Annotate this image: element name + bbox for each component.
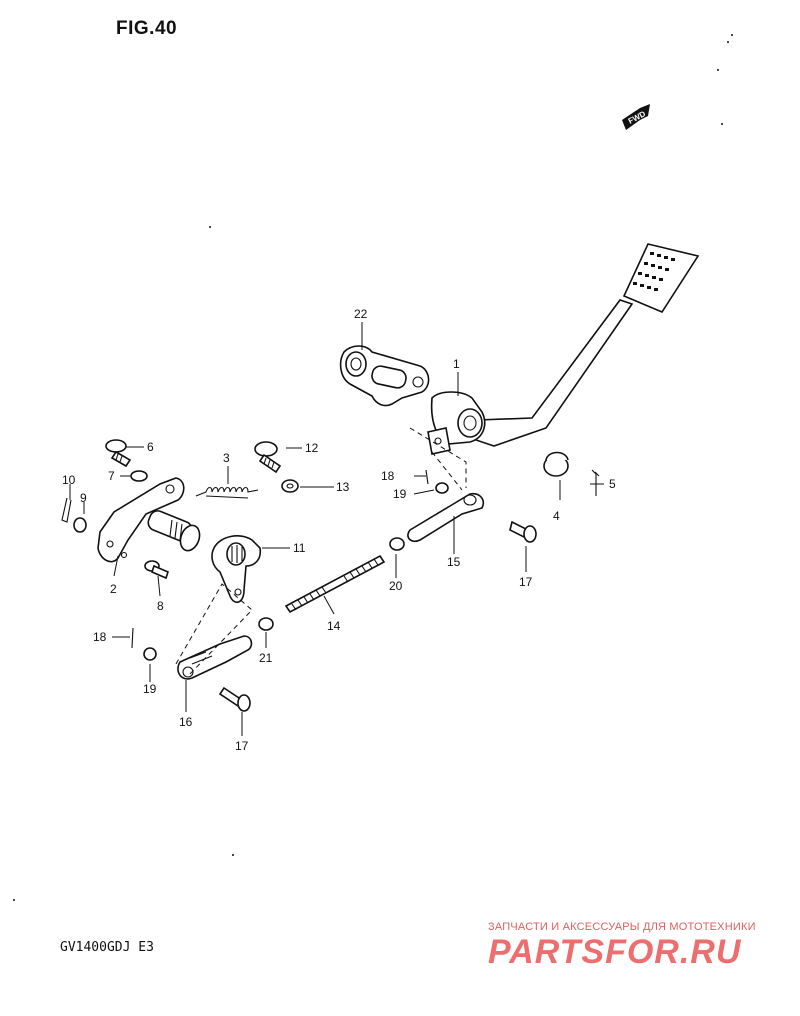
callout-16: 16 — [179, 715, 193, 729]
brake-rod-14-part — [284, 554, 386, 614]
callout-12: 12 — [305, 441, 319, 455]
nut-21-part — [258, 617, 274, 631]
callout-7: 7 — [108, 469, 115, 483]
callout-22: 22 — [354, 307, 368, 321]
figure-title: FIG.40 — [116, 18, 178, 39]
callout-15: 15 — [447, 555, 461, 569]
cotter-pin-18a-part — [425, 469, 429, 485]
washer-9-part — [73, 517, 87, 533]
washer-19a-part — [435, 482, 449, 494]
callout-18-lower: 18 — [93, 630, 107, 644]
cam-lever-part — [97, 477, 201, 563]
scan-specks — [13, 34, 733, 901]
clevis-pin-17a-part — [509, 520, 537, 543]
fwd-arrow-icon: FWD — [622, 104, 650, 130]
brake-pedal-part — [427, 243, 700, 455]
callout-9: 9 — [80, 491, 87, 505]
callout-numbers: 1 2 3 4 5 6 7 8 9 10 11 12 13 14 15 16 1… — [62, 307, 616, 753]
callout-5: 5 — [609, 477, 616, 491]
washer-13-part — [281, 479, 299, 493]
pedal-bracket-part — [339, 345, 430, 407]
nut-7-part — [130, 470, 148, 482]
callout-17-upper: 17 — [519, 575, 533, 589]
cotter-pin-5-part — [591, 469, 600, 496]
bolt-6-part — [105, 439, 132, 468]
return-spring-part — [195, 486, 259, 499]
pedal-rubber-pattern-icon — [622, 243, 700, 313]
callout-4: 4 — [553, 509, 560, 523]
assembly-guide-lines — [175, 427, 467, 677]
watermark-brand: PARTSFOR.RU — [488, 933, 742, 971]
callout-leader-lines — [69, 322, 604, 736]
cotter-pin-18b-part — [131, 627, 134, 649]
callout-14: 14 — [327, 619, 341, 633]
callout-20: 20 — [389, 579, 403, 593]
pedal-cap-part — [543, 451, 569, 477]
clevis-pin-17b-part — [218, 686, 251, 712]
callout-18-upper: 18 — [381, 469, 395, 483]
callout-11: 11 — [293, 541, 306, 555]
callout-21: 21 — [259, 651, 273, 665]
cotter-pin-10-part — [61, 497, 72, 523]
callout-10: 10 — [62, 473, 76, 487]
callout-8: 8 — [157, 599, 164, 613]
callout-3: 3 — [223, 451, 230, 465]
callout-2: 2 — [110, 582, 117, 596]
watermark-tagline: ЗАПЧАСТИ И АКСЕССУАРЫ ДЛЯ МОТОТЕХНИКИ — [488, 921, 756, 933]
callout-6: 6 — [147, 440, 154, 454]
washer-19b-part — [143, 647, 157, 661]
callout-19-upper: 19 — [393, 487, 407, 501]
model-code: GV1400GDJ E3 — [60, 940, 154, 955]
nut-20-part — [389, 537, 405, 551]
callout-13: 13 — [336, 480, 350, 494]
callout-17-lower: 17 — [235, 739, 249, 753]
bolt-12-part — [254, 441, 282, 474]
pin-8-part — [144, 560, 169, 580]
brake-rod-lever-part — [211, 535, 262, 603]
rod-end-16-part — [177, 635, 253, 680]
callout-19-lower: 19 — [143, 682, 157, 696]
rod-end-15-part — [407, 492, 485, 543]
callout-1: 1 — [453, 357, 460, 371]
